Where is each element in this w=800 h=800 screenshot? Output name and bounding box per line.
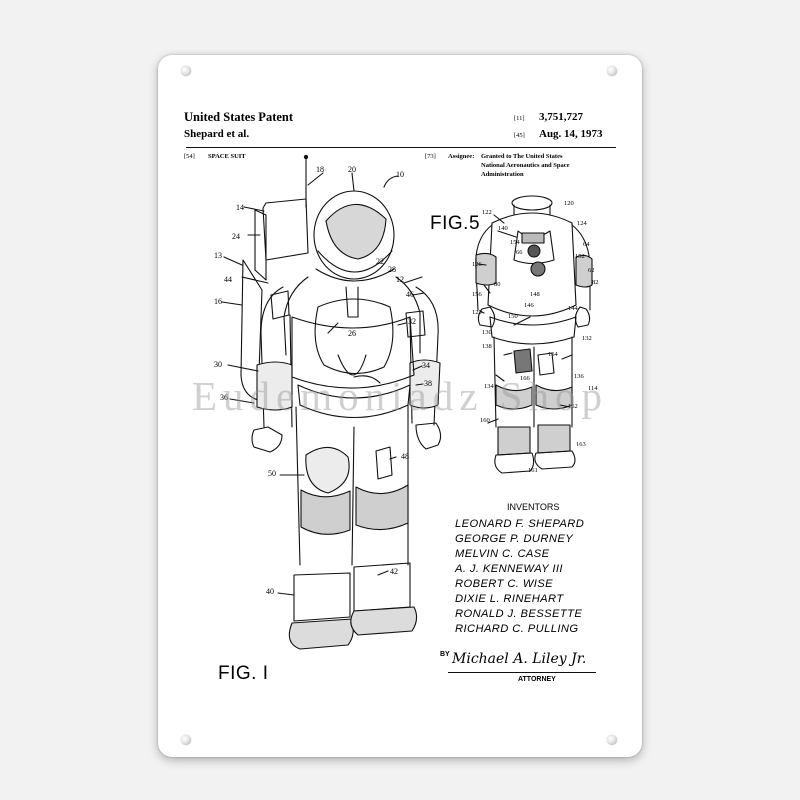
callout-label: 82 <box>592 279 599 286</box>
callout-label: 114 <box>588 385 598 392</box>
patent-code-45: [45] <box>514 132 525 139</box>
patent-drawing-svg <box>158 55 642 757</box>
rivet-top-right-icon <box>607 66 617 76</box>
callout-label: 20 <box>348 165 356 174</box>
invention-title: SPACE SUIT <box>208 153 246 160</box>
callout-label: 124 <box>577 220 587 227</box>
callout-label: 148 <box>530 291 540 298</box>
rivet-bottom-right-icon <box>607 735 617 745</box>
callout-label: 138 <box>482 343 492 350</box>
callout-label: 10 <box>396 170 404 179</box>
patent-number: 3,751,727 <box>539 111 583 123</box>
callout-label: 32 <box>408 317 416 326</box>
inventor-name: LEONARD F. SHEPARD <box>455 518 585 530</box>
callout-label: 132 <box>582 335 592 342</box>
inventor-name: ROBERT C. WISE <box>455 578 554 590</box>
patent-code-11: [11] <box>514 115 525 122</box>
inventor-name: GEORGE P. DURNEY <box>455 533 574 545</box>
rivet-bottom-left-icon <box>181 735 191 745</box>
attorney-label: ATTORNEY <box>518 676 556 683</box>
callout-label: 42 <box>390 567 398 576</box>
inventors-heading: INVENTORS <box>507 502 560 512</box>
assignee-line-3: Administration <box>481 171 524 178</box>
callout-label: 48 <box>401 452 409 461</box>
callout-label: 162 <box>568 403 578 410</box>
callout-label: 13 <box>214 251 222 260</box>
callout-label: 146 <box>524 302 534 309</box>
assignee-line-2: National Aeronautics and Space <box>481 162 570 169</box>
inventor-name: A. J. KENNEWAY III <box>455 563 563 575</box>
callout-label: 38 <box>424 379 432 388</box>
callout-label: 120 <box>564 200 574 207</box>
fig5-label: FIG.5 <box>430 213 481 234</box>
callout-label: 161 <box>528 467 538 474</box>
callout-label: 134 <box>484 383 494 390</box>
callout-label: 123 <box>472 309 482 316</box>
callout-label: 34 <box>422 361 430 370</box>
callout-label: 62 <box>588 267 595 274</box>
callout-label: 163 <box>576 441 586 448</box>
patent-applicant: Shepard et al. <box>184 128 250 140</box>
callout-label: 166 <box>520 375 530 382</box>
assignee-line-1: Granted to The United States <box>481 153 563 160</box>
callout-label: 144 <box>568 305 578 312</box>
callout-label: 28 <box>388 265 396 274</box>
inventor-name: RONALD J. BESSETTE <box>455 608 583 620</box>
callout-label: 150 <box>508 313 518 320</box>
callout-label: 24 <box>232 232 240 241</box>
callout-label: 26 <box>348 329 356 338</box>
patent-header-title: United States Patent <box>184 110 294 124</box>
callout-label: 140 <box>498 225 508 232</box>
callout-label: 164 <box>548 351 558 358</box>
callout-label: 22 <box>376 257 384 266</box>
patent-code-54: [54] <box>184 153 195 160</box>
inventor-name: MELVIN C. CASE <box>455 548 550 560</box>
signature-underline <box>448 672 596 673</box>
callout-label: 30 <box>214 360 222 369</box>
callout-label: 152 <box>575 253 585 260</box>
attorney-signature: Michael A. Liley Jr. <box>452 651 587 667</box>
callout-label: 80 <box>494 281 501 288</box>
patent-code-73: [73] <box>425 153 436 160</box>
inventor-name: RICHARD C. PULLING <box>455 623 579 635</box>
callout-label: 40 <box>266 587 274 596</box>
inventor-name: DIXIE L. RINEHART <box>455 593 564 605</box>
callout-label: 154 <box>510 239 520 246</box>
metal-sign-plate: United States Patent Shepard et al. [11]… <box>158 55 642 757</box>
callout-label: 122 <box>482 209 492 216</box>
callout-label: 156 <box>472 291 482 298</box>
rivet-top-left-icon <box>181 66 191 76</box>
signature-by-label: BY <box>440 651 450 658</box>
callout-label: 12 <box>396 275 404 284</box>
callout-label: 130 <box>482 329 492 336</box>
callout-label: 64 <box>583 241 590 248</box>
fig1-label: FIG. I <box>218 663 269 684</box>
callout-label: 160 <box>480 417 490 424</box>
callout-label: 46 <box>406 290 414 299</box>
header-divider <box>186 147 616 148</box>
callout-label: 136 <box>574 373 584 380</box>
callout-label: 50 <box>268 469 276 478</box>
callout-label: 44 <box>224 275 232 284</box>
patent-date: Aug. 14, 1973 <box>539 128 603 140</box>
callout-label: 18 <box>316 165 324 174</box>
callout-label: 16 <box>214 297 222 306</box>
assignee-label: Assignee: <box>448 153 475 160</box>
shop-watermark: Eudemoniadz Shop <box>192 373 608 419</box>
callout-label: 14 <box>236 203 244 212</box>
fig1-space-suit-drawing <box>222 155 441 649</box>
fig5-space-suit-drawing <box>476 196 592 473</box>
callout-label: 126 <box>472 261 482 268</box>
callout-label: 66 <box>516 249 523 256</box>
callout-label: 36 <box>220 393 228 402</box>
